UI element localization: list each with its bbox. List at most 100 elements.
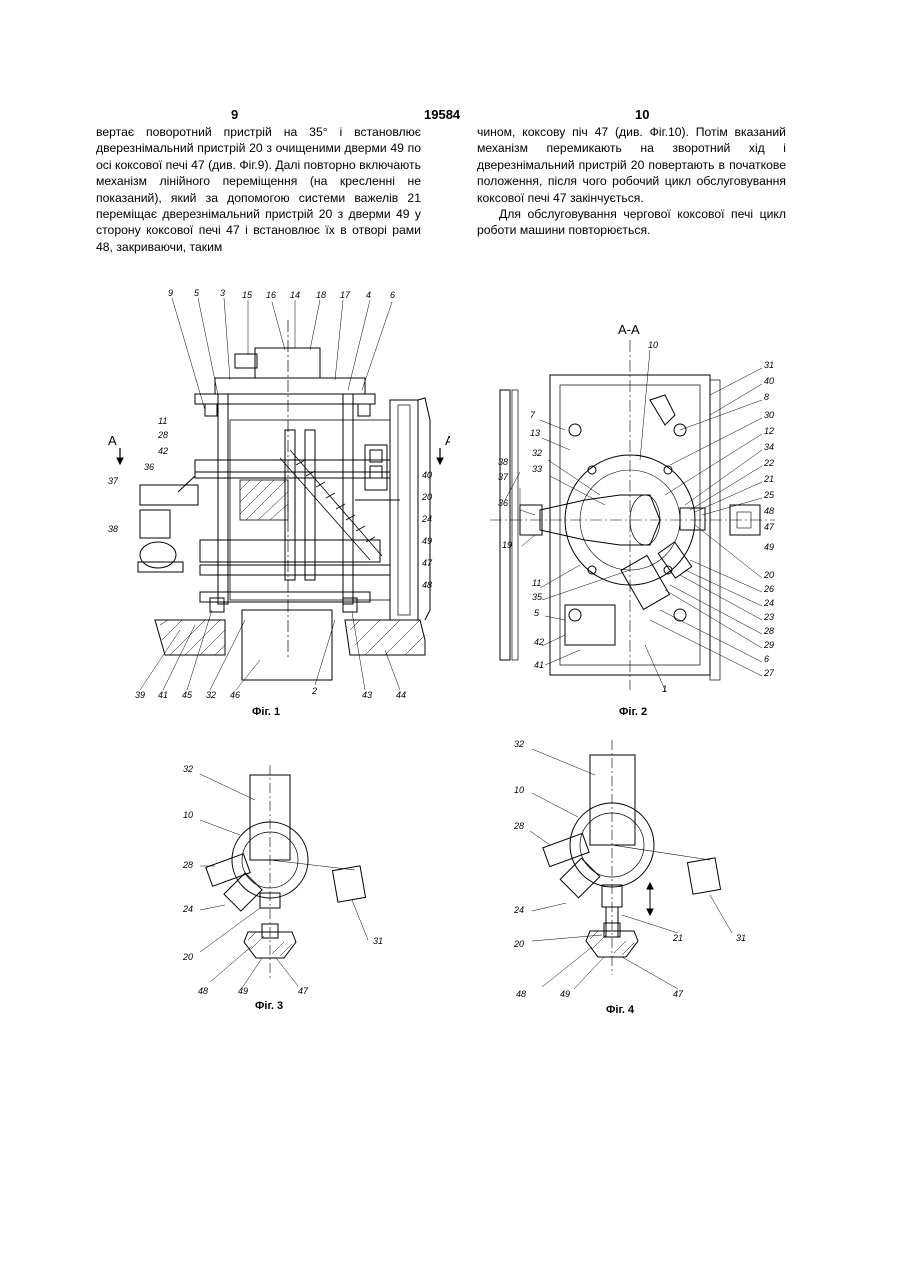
patent-number: 19584: [424, 107, 460, 122]
reference-numeral-label: 27: [763, 668, 775, 678]
section-mark-left: А: [108, 433, 117, 448]
reference-numeral-label: 19: [502, 540, 512, 550]
figure-1-drawing: А А 9 5 3 15 16 14 18 17 4 6 11 28 42 36…: [100, 280, 450, 720]
reference-numeral-label: 10: [648, 340, 658, 350]
right-paragraph-1: чином, коксову піч 47 (див. Фіг.10). Пот…: [477, 124, 786, 206]
reference-numeral-label: 14: [290, 290, 300, 300]
figure-3-caption: Фіг. 3: [255, 1000, 283, 1012]
section-title: А-А: [618, 322, 640, 337]
reference-numeral-label: 32: [206, 690, 216, 700]
reference-numeral-label: 2: [311, 686, 317, 696]
reference-numeral-label: 28: [157, 430, 168, 440]
reference-numeral-label: 31: [736, 933, 746, 943]
section-mark-right: А: [445, 433, 450, 448]
reference-numeral-label: 17: [340, 290, 351, 300]
reference-numeral-label: 12: [764, 426, 774, 436]
reference-numeral-label: 7: [530, 410, 536, 420]
reference-numeral-label: 34: [764, 442, 774, 452]
reference-numeral-label: 22: [763, 458, 774, 468]
reference-numeral-label: 26: [763, 584, 774, 594]
reference-numeral-label: 32: [183, 764, 193, 774]
reference-numeral-label: 40: [764, 376, 774, 386]
reference-numeral-label: 25: [763, 490, 775, 500]
reference-numeral-label: 37: [108, 476, 119, 486]
reference-numeral-label: 38: [108, 524, 118, 534]
reference-numeral-label: 3: [220, 288, 225, 298]
reference-numeral-label: 41: [158, 690, 168, 700]
figure-4-caption: Фіг. 4: [606, 1004, 634, 1016]
reference-numeral-label: 5: [194, 288, 200, 298]
reference-numeral-label: 20: [763, 570, 774, 580]
reference-numeral-label: 9: [168, 288, 173, 298]
reference-numeral-label: 6: [764, 654, 769, 664]
reference-numeral-label: 20: [182, 952, 193, 962]
left-paragraph: вертає поворотний пристрій на 35° і вста…: [96, 124, 421, 255]
reference-numeral-label: 31: [373, 936, 383, 946]
reference-numeral-label: 10: [514, 785, 524, 795]
reference-numeral-label: 47: [764, 522, 775, 532]
reference-numeral-label: 1: [662, 684, 667, 694]
reference-numeral-label: 11: [532, 578, 541, 588]
reference-numeral-label: 4: [366, 290, 371, 300]
reference-numeral-label: 33: [532, 464, 542, 474]
reference-numeral-label: 42: [158, 446, 168, 456]
reference-numeral-label: 30: [764, 410, 774, 420]
page-number-left: 9: [231, 107, 238, 122]
reference-numeral-label: 36: [498, 498, 508, 508]
reference-numeral-label: 40: [422, 470, 432, 480]
reference-numeral-label: 37: [498, 472, 509, 482]
reference-numeral-label: 48: [516, 989, 526, 999]
reference-numeral-label: 21: [672, 933, 683, 943]
reference-numeral-label: 49: [560, 989, 570, 999]
reference-numeral-label: 43: [362, 690, 372, 700]
page-number-right: 10: [635, 107, 649, 122]
reference-numeral-label: 20: [421, 492, 432, 502]
reference-numeral-label: 10: [183, 810, 193, 820]
reference-numeral-label: 21: [763, 474, 774, 484]
reference-numeral-label: 49: [764, 542, 774, 552]
reference-numeral-label: 24: [513, 905, 524, 915]
reference-numeral-label: 46: [230, 690, 240, 700]
reference-numeral-label: 5: [534, 608, 540, 618]
reference-numeral-label: 28: [763, 626, 774, 636]
reference-numeral-label: 32: [514, 739, 524, 749]
reference-numeral-label: 41: [534, 660, 544, 670]
reference-numeral-label: 48: [764, 506, 774, 516]
figure-2-caption: Фіг. 2: [619, 706, 647, 718]
reference-numeral-label: 49: [422, 536, 432, 546]
reference-numeral-label: 15: [242, 290, 253, 300]
reference-numeral-label: 47: [422, 558, 433, 568]
reference-numeral-label: 8: [764, 392, 769, 402]
reference-numeral-label: 49: [238, 986, 248, 996]
reference-numeral-label: 20: [513, 939, 524, 949]
reference-numeral-label: 47: [673, 989, 684, 999]
reference-numeral-label: 32: [532, 448, 542, 458]
reference-numeral-label: 23: [763, 612, 774, 622]
reference-numeral-label: 24: [182, 904, 193, 914]
right-paragraph-2: Для обслуговування чергової коксової печ…: [477, 206, 786, 239]
reference-numeral-label: 38: [498, 457, 508, 467]
reference-numeral-label: 47: [298, 986, 309, 996]
reference-numeral-label: 31: [764, 360, 774, 370]
figure-1-caption: Фіг. 1: [252, 706, 280, 718]
reference-numeral-label: 16: [266, 290, 276, 300]
reference-numeral-label: 35: [532, 592, 543, 602]
reference-numeral-label: 42: [534, 637, 544, 647]
reference-numeral-label: 29: [763, 640, 774, 650]
reference-numeral-label: 39: [135, 690, 145, 700]
reference-numeral-label: 24: [421, 514, 432, 524]
figure-4-drawing: 32 10 28 24 20 21 31 48 49 47: [510, 735, 770, 1005]
reference-numeral-label: 48: [422, 580, 432, 590]
right-column: чином, коксову піч 47 (див. Фіг.10). Пот…: [477, 124, 786, 239]
reference-numeral-label: 6: [390, 290, 395, 300]
reference-numeral-label: 24: [763, 598, 774, 608]
left-column: вертає поворотний пристрій на 35° і вста…: [96, 124, 421, 255]
reference-numeral-label: 28: [513, 821, 524, 831]
reference-numeral-label: 45: [182, 690, 193, 700]
reference-numeral-label: 13: [530, 428, 540, 438]
reference-numeral-label: 44: [396, 690, 406, 700]
reference-numeral-label: 28: [182, 860, 193, 870]
reference-numeral-label: 18: [316, 290, 326, 300]
figure-2-drawing: А-А: [480, 320, 780, 700]
reference-numeral-label: 48: [198, 986, 208, 996]
